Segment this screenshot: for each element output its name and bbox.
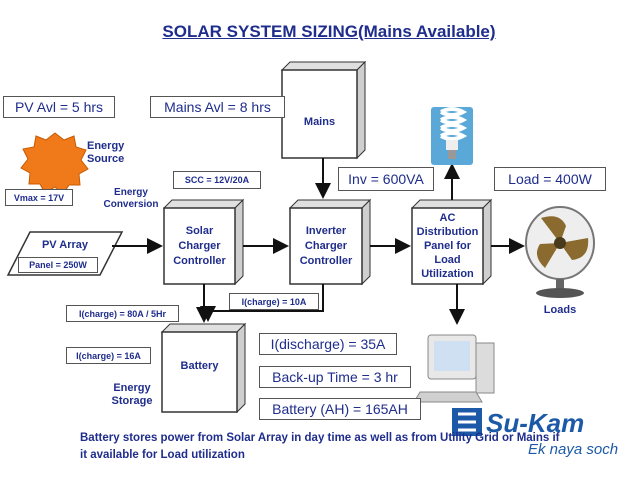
backup-time-label: Back-up Time = 3 hr	[259, 366, 411, 388]
fan-icon	[525, 206, 595, 298]
vmax-label: Vmax = 17V	[5, 189, 73, 206]
i-discharge-label: I(discharge) = 35A	[259, 333, 397, 355]
bulb-icon	[431, 107, 473, 165]
svg-text:Su-Kam: Su-Kam	[486, 408, 584, 438]
arrow-inverter-to-battery	[200, 284, 324, 322]
battery-ah-label: Battery (AH) = 165AH	[259, 398, 421, 420]
svg-text:Ek naya soch: Ek naya soch	[528, 441, 618, 458]
pv-avl-label: PV Avl = 5 hrs	[3, 96, 115, 118]
mains-box-label: Mains	[303, 115, 336, 128]
ac-distribution-box	[410, 198, 493, 286]
ac-distribution-label: AC Distribution Panel for Load Utilizati…	[416, 212, 479, 280]
energy-storage-label: Energy Storage	[111, 382, 153, 407]
computer-icon	[413, 334, 495, 403]
pv-array-label: PV Array	[41, 239, 89, 251]
load-label: Load = 400W	[494, 167, 606, 191]
mains-avl-label: Mains Avl = 8 hrs	[150, 96, 285, 118]
battery-box	[160, 322, 247, 414]
mains-box	[280, 60, 367, 160]
loads-label: Loads	[543, 304, 577, 316]
inverter-charger-box	[288, 198, 372, 286]
sukam-logo: Su-Kam Ek naya soch	[448, 400, 628, 462]
i-charge-16-label: I(charge) = 16A	[66, 347, 151, 364]
panel-label: Panel = 250W	[18, 257, 98, 273]
sukam-logo-graphic: Su-Kam Ek naya soch	[452, 408, 618, 458]
energy-conversion-label: Energy Conversion	[103, 187, 159, 210]
energy-source-label: Energy Source	[87, 140, 125, 165]
scc-label: SCC = 12V/20A	[173, 171, 261, 189]
inv-label: Inv = 600VA	[338, 167, 434, 191]
i-charge-10-label: I(charge) = 10A	[229, 293, 319, 310]
i-charge-80-label: I(charge) = 80A / 5Hr	[66, 305, 179, 322]
solar-charger-box	[162, 198, 245, 286]
inverter-charger-label: Inverter Charger Controller	[299, 224, 353, 267]
battery-box-label: Battery	[180, 359, 219, 372]
footer-note: Battery stores power from Solar Array in…	[80, 432, 560, 461]
sun-icon	[20, 132, 89, 195]
solar-charger-label: Solar Charger Controller	[173, 224, 226, 267]
page-title: SOLAR SYSTEM SIZING(Mains Available)	[162, 22, 496, 41]
